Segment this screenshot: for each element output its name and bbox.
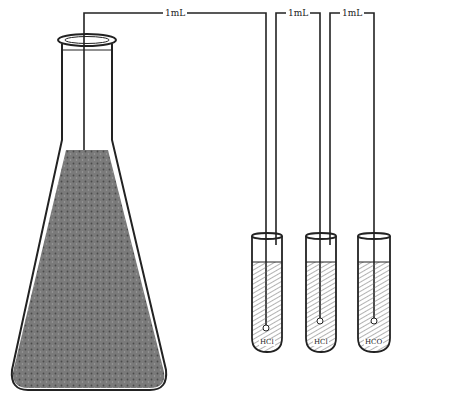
tube-label: 1mL — [163, 9, 187, 18]
reagent-label: HCl — [259, 339, 275, 346]
erlenmeyer-flask — [12, 34, 166, 390]
reagent-label: HCO — [364, 339, 383, 346]
reagent-label: HCl — [313, 339, 329, 346]
tube-label: 1mL — [340, 9, 364, 18]
tube-label: 1mL — [286, 9, 310, 18]
test-tubes — [252, 233, 390, 352]
